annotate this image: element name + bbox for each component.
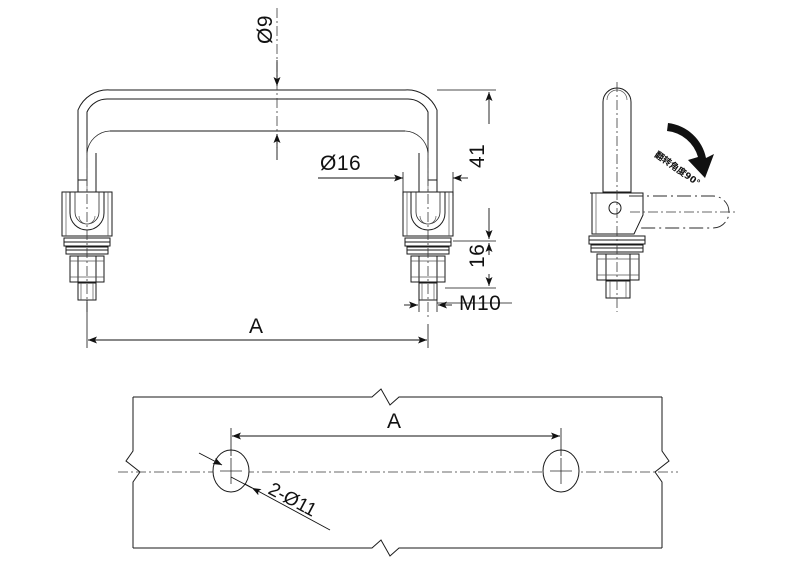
- mounting-plate-plan-view: A 2-Ø11: [118, 388, 678, 557]
- dimension-span-plate: A: [230, 410, 562, 456]
- dimension-label-bracket-diameter: Ø16: [320, 152, 361, 175]
- dimension-label-span-front: A: [249, 315, 264, 338]
- rotated-arm-phantom: [629, 195, 735, 229]
- dimension-lower-height: 16: [445, 243, 496, 289]
- dimension-tube-diameter: Ø9: [254, 8, 281, 160]
- dimension-label-total-height: 41: [466, 144, 489, 168]
- plate-right-break-edge: [654, 397, 670, 548]
- dimension-label-span-plate: A: [387, 410, 402, 433]
- dimension-label-lower-height: 16: [466, 244, 489, 268]
- left-leg-assembly: [61, 140, 113, 312]
- plate-hole-right: [542, 449, 580, 493]
- right-leg-assembly: [402, 140, 454, 320]
- plate-left-break-edge: [125, 397, 141, 548]
- plate-top-edge: [133, 388, 662, 406]
- dimension-span-front: A: [86, 300, 429, 348]
- plate-bottom-edge: [133, 539, 662, 557]
- rotation-arrow-icon: [667, 123, 714, 178]
- dimension-label-tube-diameter: Ø9: [254, 15, 277, 44]
- dimension-label-thread-size: M10: [459, 292, 501, 315]
- front-elevation-view: Ø9 Ø16 41 16: [61, 8, 512, 348]
- dimension-bracket-diameter: Ø16: [318, 152, 468, 196]
- dimension-thread-size: M10: [404, 290, 512, 315]
- side-pivot-hole: [608, 201, 622, 215]
- dimension-total-height: 41: [437, 89, 496, 242]
- plate-hole-left: [212, 449, 250, 493]
